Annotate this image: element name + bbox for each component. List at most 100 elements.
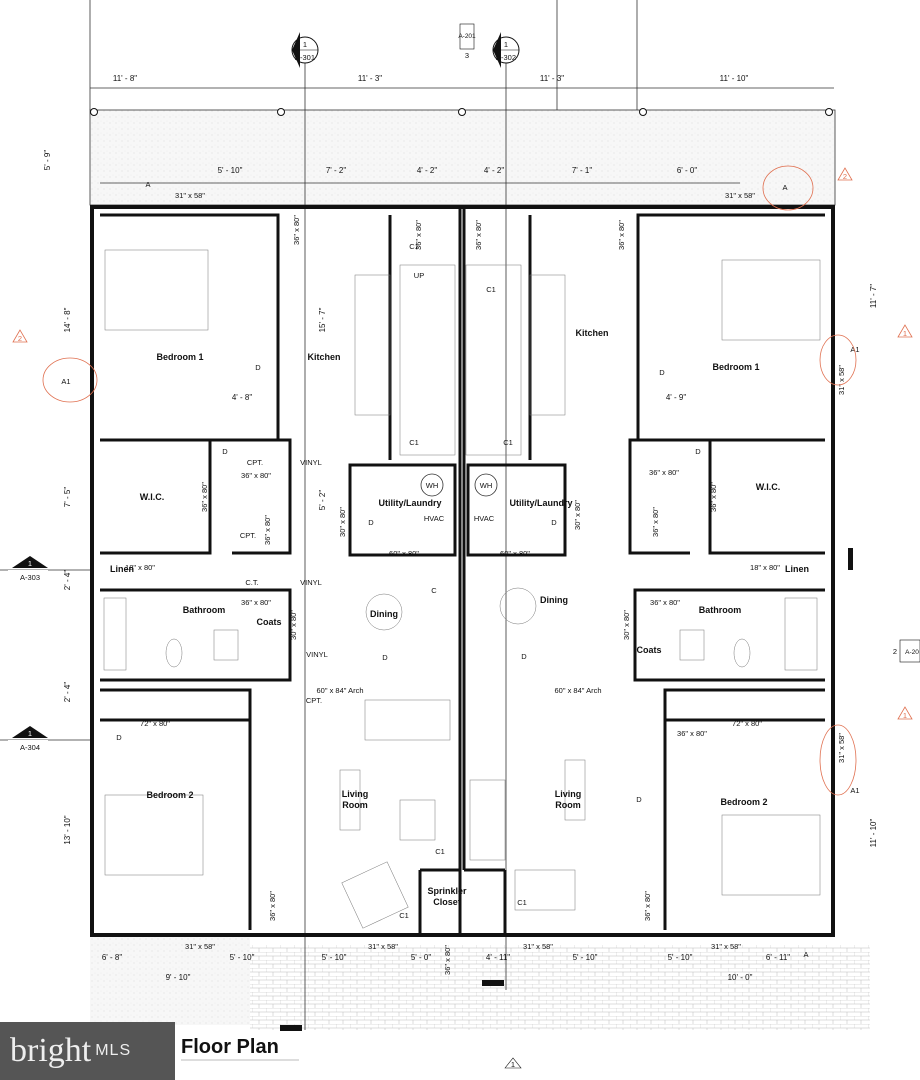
tag-d: D <box>382 653 388 662</box>
door-label: 72" x 80" <box>140 719 170 728</box>
logo-suffix: MLS <box>95 1042 132 1059</box>
logo-brand: bright <box>10 1032 92 1069</box>
section-sheet[interactable]: A-304 <box>20 743 40 752</box>
tag-c1: C1 <box>517 898 527 907</box>
section-sheet[interactable]: A-303 <box>20 573 40 582</box>
window-label: 31" x 58" <box>837 733 846 763</box>
dimension: 6' - 11" <box>766 953 790 962</box>
bright-mls-logo: bright MLS <box>0 1022 175 1080</box>
room-label: Utility/Laundry <box>378 498 441 508</box>
room-label: Linen <box>785 564 809 574</box>
door-label: 36" x 80" <box>474 220 483 250</box>
room-label: Coats <box>636 645 661 655</box>
floor-finish-labels: CPT. VINYL CPT. C.T. VINYL VINYL CPT. UP… <box>240 271 495 705</box>
tag-d: D <box>255 363 261 372</box>
tag-d: D <box>116 733 122 742</box>
tag-c1: C1 <box>409 242 419 251</box>
furniture <box>103 249 821 929</box>
room-label: Kitchen <box>307 352 340 362</box>
section-marker-a302: 1 A-302 <box>492 32 520 68</box>
section-marker-a303: 1 A-303 <box>8 556 48 582</box>
elevation-number: 3 <box>465 51 469 60</box>
dimension: 13' - 10" <box>63 815 72 844</box>
finish-label: CPT. <box>240 531 256 540</box>
finish-label: VINYL <box>300 458 322 467</box>
tag-c1: C1 <box>399 911 409 920</box>
dimension: 4' - 8" <box>232 393 253 402</box>
dimension: 4' - 2" <box>484 166 505 175</box>
window-label: 31" x 58" <box>837 365 846 395</box>
tag-c: C <box>431 586 437 595</box>
water-heaters <box>420 473 498 497</box>
room-label: Room <box>555 800 581 810</box>
room-label: Utility/Laundry <box>509 498 572 508</box>
door-label: 30" x 80" <box>573 500 582 530</box>
section-number: 1 <box>303 40 307 49</box>
door-label: 30" x 80" <box>338 507 347 537</box>
dimension: 4' - 2" <box>417 166 438 175</box>
dimension: 7' - 2" <box>326 166 347 175</box>
section-number: 1 <box>28 729 32 738</box>
dimension: 5' - 2" <box>318 490 327 511</box>
door-label: 36" x 80" <box>241 598 271 607</box>
arch-label: 60" x 84" Arch <box>316 686 363 695</box>
room-label: Bedroom 2 <box>146 790 193 800</box>
elevation-sheet[interactable]: A-201 <box>458 33 476 40</box>
dimension: 5' - 10" <box>218 166 243 175</box>
section-number: 1 <box>28 559 32 568</box>
equipment-label: WH <box>480 481 493 490</box>
dimension: 15' - 7" <box>318 307 327 332</box>
door-label: 36" x 80" <box>643 891 652 921</box>
section-sheet[interactable]: A-20 <box>905 649 919 656</box>
equipment-label: HVAC <box>474 514 495 523</box>
tag-d: D <box>659 368 665 377</box>
room-label: Closet <box>433 897 461 907</box>
dimension: 5' - 10" <box>322 953 347 962</box>
revision-numbers: 2 2 1 1 <box>18 172 907 720</box>
dimension: 11' - 7" <box>869 284 878 308</box>
dimension: 11' - 10" <box>869 819 878 848</box>
room-label: Bedroom 1 <box>712 362 759 372</box>
door-label: 36" x 80" <box>414 220 423 250</box>
finish-tags: A A A A1 A1 A1 C1 C1 C1 C1 C1 C1 C1 C D … <box>61 180 859 959</box>
door-label: 36" x 80" <box>263 515 272 545</box>
rear-brick-patio <box>250 945 870 1030</box>
tag-d: D <box>521 652 527 661</box>
door-label: 36" x 80" <box>651 507 660 537</box>
door-label: 36" x 80" <box>650 598 680 607</box>
rear-paved-area <box>90 935 250 1025</box>
drawing-title: Floor Plan <box>181 1036 299 1061</box>
room-labels: Bedroom 1 Kitchen W.I.C. Utility/Laundry… <box>110 328 809 907</box>
elevation-marker-a201: A-201 3 <box>458 23 476 60</box>
door-label: 36" x 80" <box>677 729 707 738</box>
tag-c1: C1 <box>435 847 445 856</box>
dimension: 6' - 0" <box>677 166 698 175</box>
dimension: 11' - 10" <box>720 74 749 83</box>
finish-label: C.T. <box>245 578 258 587</box>
section-sheet[interactable]: A-302 <box>496 53 516 62</box>
room-label: Bathroom <box>183 605 226 615</box>
section-marker-a301: 1 A-301 <box>291 32 319 68</box>
door-label: 36" x 80" <box>200 482 209 512</box>
grid-bubbles <box>90 108 833 116</box>
door-label: 36" x 80" <box>292 215 301 245</box>
dimension: 5' - 10" <box>573 953 598 962</box>
room-label: Bedroom 2 <box>720 797 767 807</box>
section-sheet[interactable]: A-301 <box>295 53 315 62</box>
room-label: Bathroom <box>699 605 742 615</box>
door-label: 36" x 80" <box>649 468 679 477</box>
window-label: 31" x 58" <box>185 942 215 951</box>
section-marker-a20: 2 A-20 <box>893 639 920 663</box>
tag-a: A <box>782 183 787 192</box>
tag-c1: C1 <box>503 438 513 447</box>
door-label: 36" x 80" <box>443 945 452 975</box>
window-labels: 31" x 58" 31" x 58" 31" x 58" 31" x 58" … <box>175 191 846 951</box>
window-label: 31" x 58" <box>523 942 553 951</box>
door-label: 30" x 80" <box>622 610 631 640</box>
arch-label: 60" x 84" Arch <box>554 686 601 695</box>
room-label: Sprinkler <box>427 886 467 896</box>
dimension: 6' - 8" <box>102 953 123 962</box>
room-label: Bedroom 1 <box>156 352 203 362</box>
revision-tag: 1 <box>903 711 907 720</box>
front-paved-area <box>89 109 836 206</box>
